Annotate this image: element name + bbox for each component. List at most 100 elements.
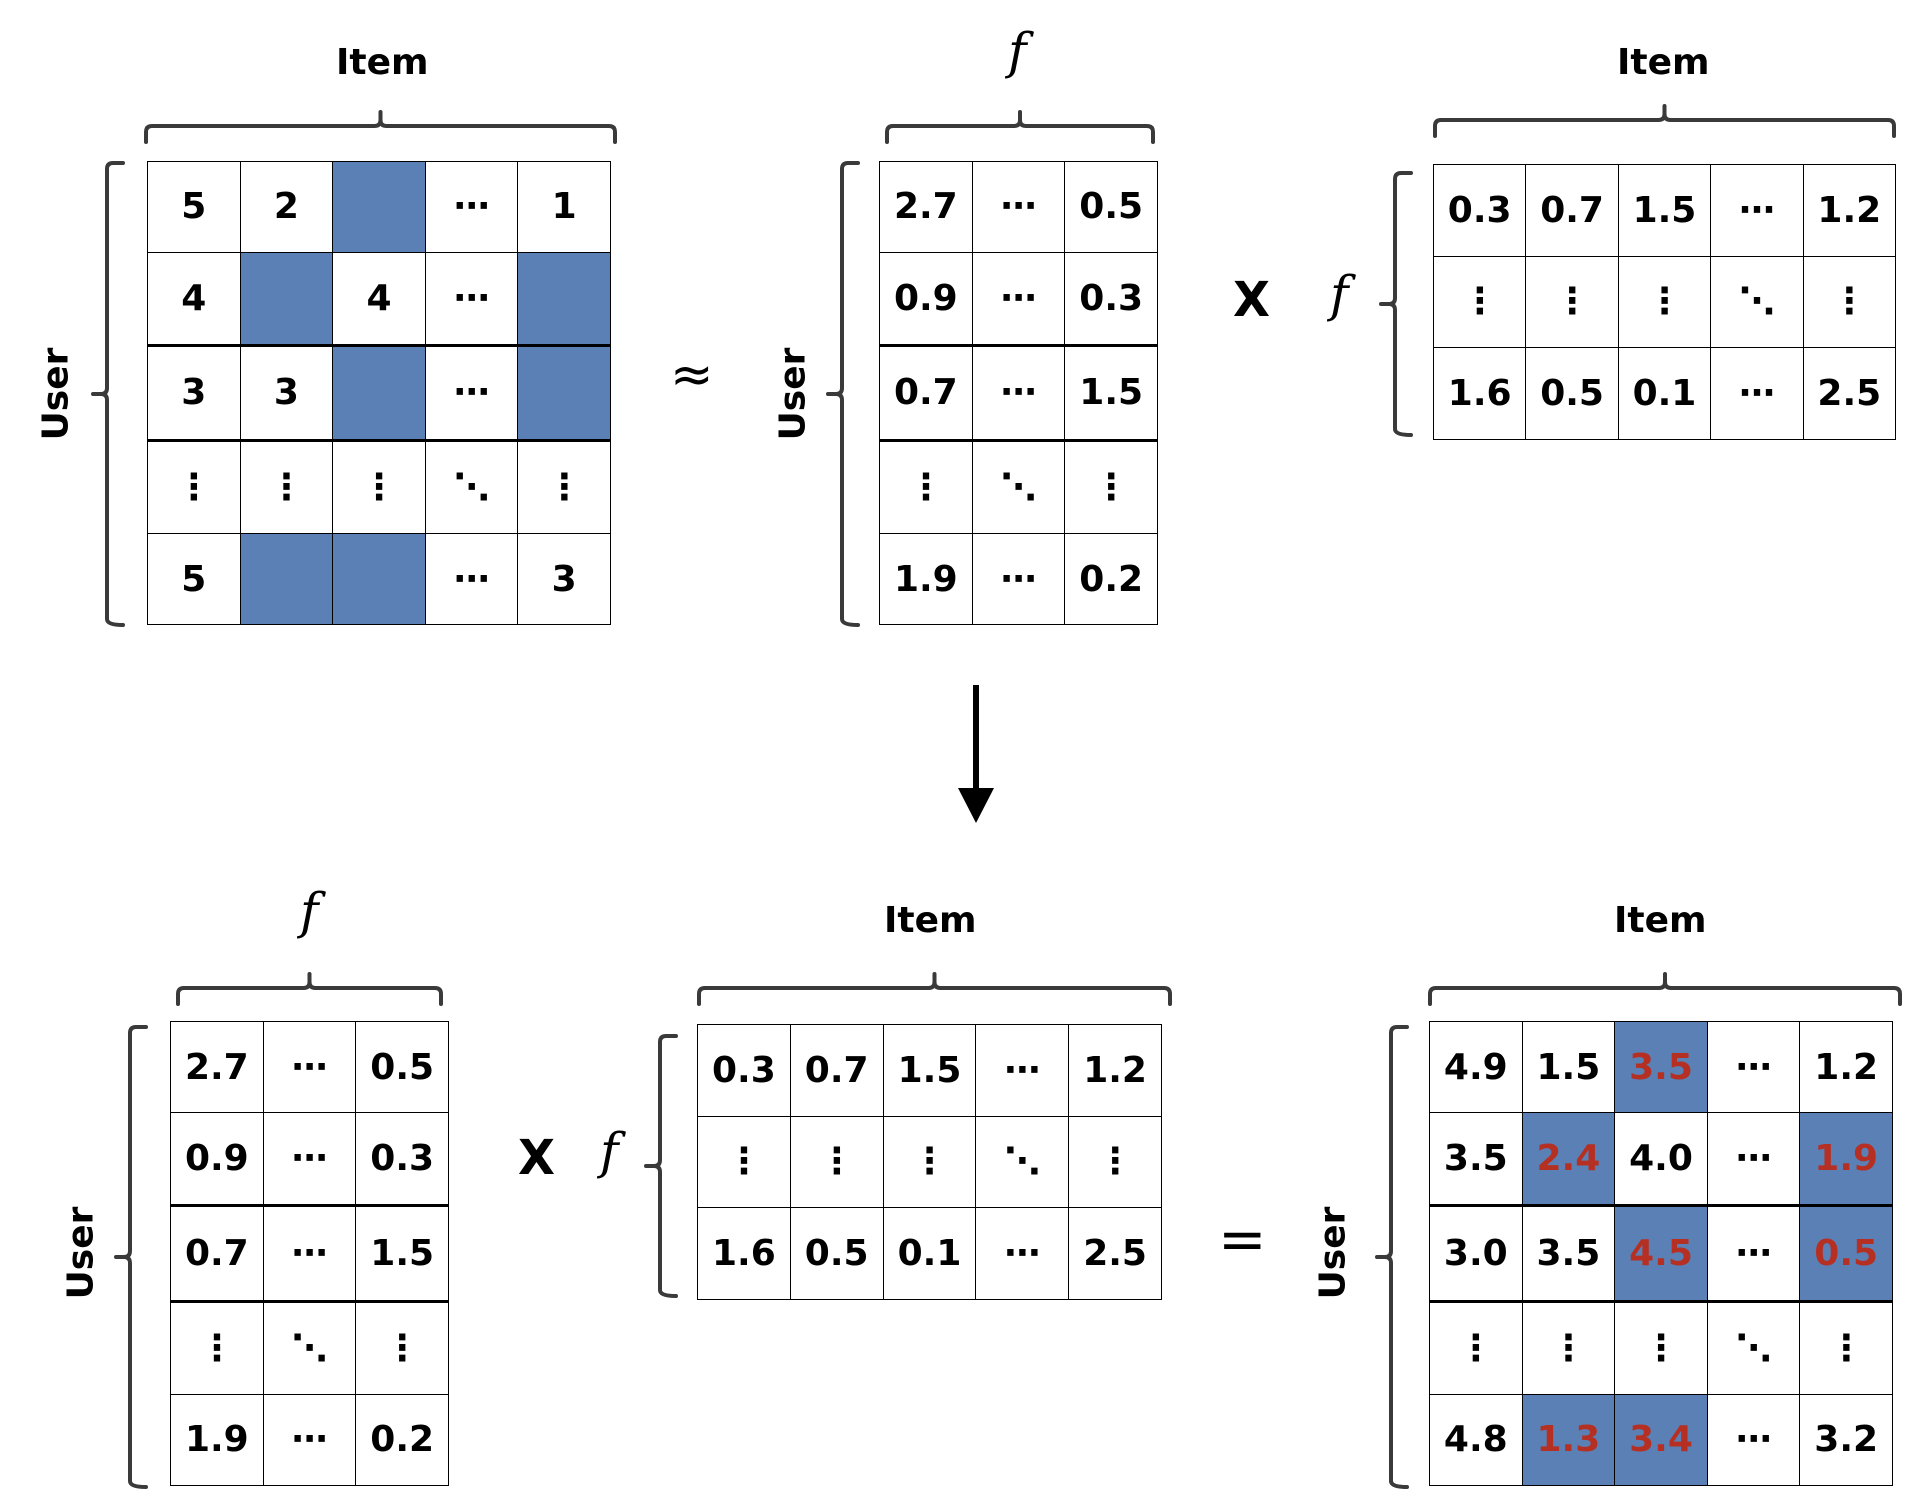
matrix-cell: 0.7	[879, 343, 973, 442]
matrix-cell	[239, 533, 334, 625]
matrix-cell: ⋱	[971, 439, 1066, 535]
bottom-item-factor-item-bracket	[697, 972, 1172, 1006]
matrix-cell: 2.7	[170, 1020, 264, 1114]
matrix-cell: 1.9	[1799, 1112, 1893, 1207]
rating-item-label: Item	[336, 42, 429, 83]
matrix-cell: ⋯	[971, 251, 1066, 346]
matrix-cell: 4	[332, 251, 426, 346]
matrix-row: 0.7⋯1.5	[879, 343, 1158, 442]
down-arrow-icon	[958, 685, 994, 823]
matrix-cell: 1.2	[1802, 164, 1897, 257]
matrix-cell: 2	[239, 161, 334, 253]
predicted-item-bracket	[1428, 972, 1902, 1006]
matrix-cell: ⋯	[262, 1112, 357, 1207]
matrix-cell: ⋮	[882, 1115, 977, 1209]
matrix-cell: 2.5	[1802, 347, 1897, 440]
matrix-cell: 4.9	[1429, 1020, 1523, 1114]
bottom-user-factor-f-bracket	[176, 972, 443, 1006]
top-user-factor-f-bracket	[885, 110, 1155, 144]
matrix-cell: 0.2	[355, 1393, 449, 1487]
matrix-cell: 0.9	[879, 251, 973, 346]
matrix-cell: ⋮	[879, 439, 973, 535]
matrix-cell: 3.5	[1429, 1112, 1523, 1207]
matrix-row: ⋮⋮⋮⋱⋮	[1429, 1299, 1893, 1395]
matrix-cell: ⋯	[424, 161, 519, 253]
matrix-cell	[239, 251, 334, 346]
matrix-cell: 0.5	[1799, 1204, 1893, 1302]
rating-user-bracket	[91, 161, 125, 627]
matrix-cell: ⋯	[262, 1204, 357, 1302]
matrix-cell: ⋯	[1706, 1393, 1801, 1487]
bottom-item-factor-item-label: Item	[884, 900, 977, 941]
matrix-cell: ⋯	[971, 343, 1066, 442]
matrix-cell	[332, 343, 426, 442]
matrix-cell: 1.9	[879, 533, 973, 625]
matrix-cell: ⋯	[424, 251, 519, 346]
matrix-cell: 4	[147, 251, 241, 346]
matrix-cell: ⋯	[975, 1024, 1070, 1117]
bottom-multiply-symbol: X	[518, 1130, 556, 1186]
matrix-row: ⋮⋱⋮	[170, 1299, 449, 1395]
matrix-cell: ⋯	[1706, 1112, 1801, 1207]
matrix-cell: 1.5	[355, 1204, 449, 1302]
matrix-cell: 3.5	[1521, 1204, 1616, 1302]
matrix-cell: ⋮	[697, 1115, 791, 1209]
predicted-user-bracket	[1375, 1025, 1409, 1489]
matrix-cell: ⋮	[1068, 1115, 1162, 1209]
matrix-cell: 1.9	[170, 1393, 264, 1487]
matrix-row: 0.9⋯0.3	[170, 1112, 449, 1207]
matrix-cell: 1.6	[697, 1207, 791, 1300]
matrix-cell: 1.2	[1068, 1024, 1162, 1117]
matrix-row: 0.9⋯0.3	[879, 251, 1158, 346]
top-user-factor-f-label: f	[1008, 22, 1027, 80]
matrix-row: ⋮⋮⋮⋱⋮	[1432, 255, 1897, 349]
matrix-cell: ⋮	[1521, 1299, 1616, 1395]
predicted-user-label: User	[1312, 1206, 1354, 1300]
matrix-cell: ⋯	[1706, 1204, 1801, 1302]
matrix-row: ⋮⋱⋮	[879, 439, 1158, 535]
matrix-row: 1.9⋯0.2	[170, 1393, 449, 1487]
matrix-cell: 5	[147, 161, 241, 253]
matrix-cell: ⋮	[147, 439, 241, 535]
bottom-item-factor-f-bracket	[644, 1034, 678, 1298]
matrix-cell: 3	[517, 533, 611, 625]
matrix-cell: ⋮	[517, 439, 611, 535]
predicted-item-label: Item	[1614, 900, 1707, 941]
matrix-cell: ⋮	[1614, 1299, 1708, 1395]
top-user-factor-user-bracket	[826, 161, 860, 627]
matrix-cell: 0.7	[789, 1024, 884, 1117]
matrix-cell: 0.1	[882, 1207, 977, 1300]
matrix-cell: 0.5	[1064, 161, 1158, 253]
matrix-cell: ⋯	[424, 533, 519, 625]
matrix-cell: ⋯	[975, 1207, 1070, 1300]
matrix-cell: ⋮	[1617, 255, 1712, 349]
matrix-cell: ⋮	[170, 1299, 264, 1395]
matrix-cell: 5	[147, 533, 241, 625]
matrix-cell: 4.5	[1614, 1204, 1708, 1302]
top-user-factor-user-label: User	[772, 347, 814, 441]
matrix-cell: 3.5	[1614, 1020, 1708, 1114]
matrix-cell: ⋮	[1429, 1299, 1523, 1395]
matrix-cell: 0.2	[1064, 533, 1158, 625]
matrix-cell: ⋱	[975, 1115, 1070, 1209]
matrix-cell: 0.3	[697, 1024, 791, 1117]
matrix-cell: 0.1	[1617, 347, 1712, 440]
bottom-item-factor-f-label: f	[600, 1122, 619, 1180]
matrix-row: 2.7⋯0.5	[170, 1020, 449, 1114]
matrix-cell: 1.2	[1799, 1020, 1893, 1114]
matrix-cell: ⋮	[1799, 1299, 1893, 1395]
matrix-cell: ⋮	[1064, 439, 1158, 535]
